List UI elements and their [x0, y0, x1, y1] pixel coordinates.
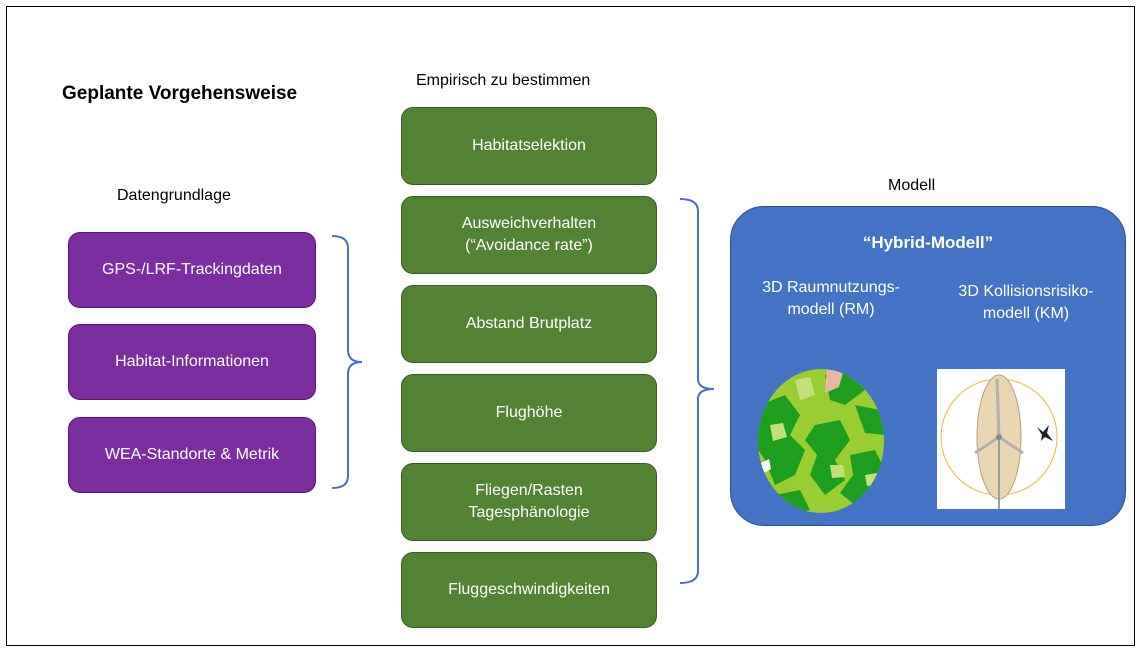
empirical-box-fliegen-rasten: Fliegen/Rasten Tagesphänologie: [401, 463, 657, 541]
left-bracket: [331, 235, 363, 489]
data-box-habitat: Habitat-Informationen: [68, 324, 316, 400]
empirical-box-line: Habitatselektion: [472, 137, 586, 155]
km-label: 3D Kollisionsrisiko- modell (KM): [931, 281, 1121, 324]
data-box-wea: WEA-Standorte & Metrik: [68, 417, 316, 493]
hybrid-model-title: “Hybrid-Modell”: [862, 233, 994, 252]
bird-icon: [1037, 425, 1053, 441]
km-label-line2: modell (KM): [982, 304, 1070, 322]
empirical-box-line: Fliegen/Rasten: [475, 482, 583, 500]
middle-bracket: [679, 198, 715, 584]
datengrundlage-heading: Datengrundlage: [117, 187, 231, 204]
empirical-box-abstand: Abstand Brutplatz: [401, 285, 657, 363]
empirical-box-fluggeschwindigkeiten: Fluggeschwindigkeiten: [401, 552, 657, 628]
empirical-box-ausweichverhalten: Ausweichverhalten (“Avoidance rate”): [401, 196, 657, 274]
empirical-box-line2: Tagesphänologie: [468, 504, 590, 521]
data-box-tracking: GPS-/LRF-Trackingdaten: [68, 232, 316, 308]
empirisch-heading: Empirisch zu bestimmen: [416, 72, 591, 89]
empirical-box-line: Flughöhe: [495, 404, 563, 422]
diagram-frame: [6, 6, 1135, 646]
rm-label-line2: modell (RM): [787, 300, 875, 318]
wind-turbine-image: [937, 369, 1065, 509]
diagram-title: Geplante Vorgehensweise: [62, 83, 298, 104]
empirical-box-flughoehe: Flughöhe: [401, 374, 657, 452]
empirical-box-line: Ausweichverhalten: [461, 215, 597, 233]
hybrid-model-box: “Hybrid-Modell” 3D Raumnutzungs- modell …: [730, 206, 1126, 526]
empirical-box-line: Abstand Brutplatz: [465, 315, 593, 333]
habitat-map-image: [758, 369, 884, 513]
rm-label: 3D Raumnutzungs- modell (RM): [741, 277, 921, 320]
rm-label-line1: 3D Raumnutzungs-: [762, 279, 900, 296]
empirical-box-line2: (“Avoidance rate”): [465, 237, 593, 254]
km-label-line1: 3D Kollisionsrisiko-: [958, 283, 1094, 300]
empirical-box-habitatselektion: Habitatselektion: [401, 107, 657, 185]
empirical-box-line: Fluggeschwindigkeiten: [448, 581, 610, 599]
modell-heading: Modell: [888, 177, 936, 194]
